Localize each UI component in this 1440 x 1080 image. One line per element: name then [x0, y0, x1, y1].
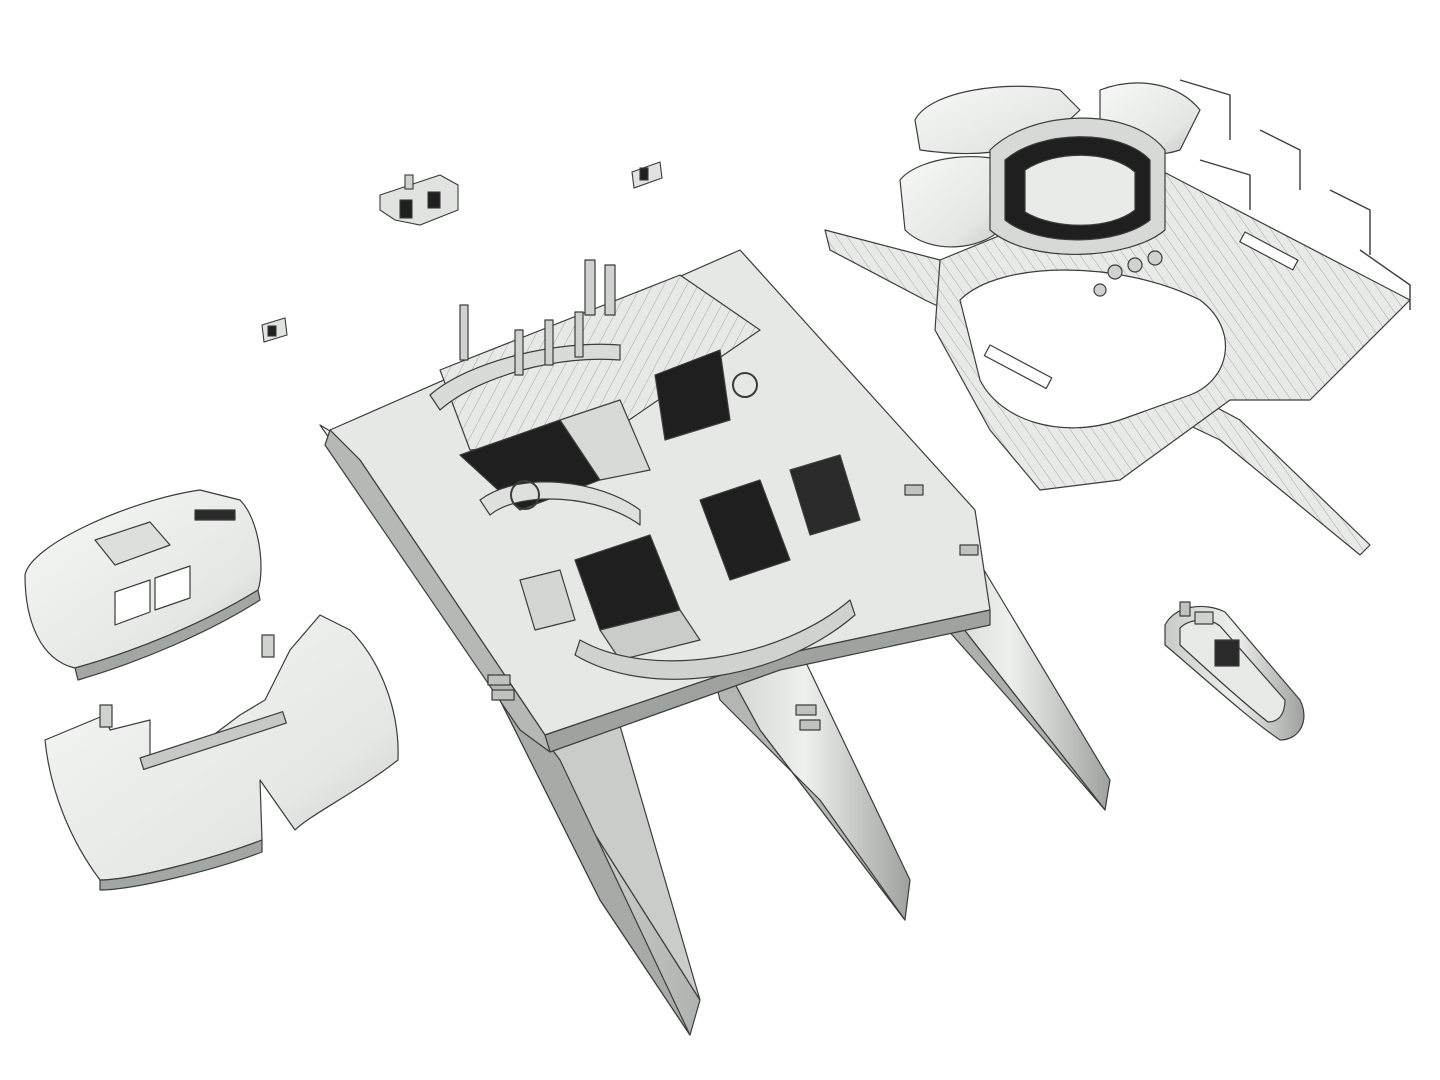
walkway-hatches	[983, 231, 1299, 390]
flybridge-railings	[1179, 79, 1411, 310]
flybridge-frame-window	[1024, 154, 1136, 226]
forward-curved-rail	[574, 599, 856, 680]
panel-mounting-posts	[99, 634, 275, 728]
main-hull-assembly	[319, 249, 1111, 1036]
small-fitting-a	[379, 174, 459, 226]
roof-slot	[194, 509, 236, 521]
small-fitting-c	[261, 317, 288, 343]
helm-wheel-icon	[732, 372, 758, 398]
upper-deck-flybridge	[824, 79, 1411, 556]
hardtop-lower-panel	[44, 614, 399, 891]
roof-hatch-openings	[114, 565, 191, 626]
aft-posts	[459, 259, 616, 376]
flybridge-winches	[1093, 250, 1163, 297]
tender-console	[1214, 639, 1240, 667]
tender-dinghy	[1164, 601, 1305, 741]
tender-outboard	[1179, 601, 1191, 617]
panel-center-channel	[139, 711, 287, 771]
roof-panel-recess	[94, 521, 171, 566]
tender-seat	[1194, 611, 1214, 625]
transom-steps	[487, 484, 979, 731]
helm-wheel-icon	[510, 480, 540, 510]
flybridge-deck-opening	[959, 269, 1227, 429]
upper-curved-rail	[429, 343, 621, 411]
small-fitting-b	[631, 161, 663, 189]
hardtop-roof	[24, 489, 262, 681]
